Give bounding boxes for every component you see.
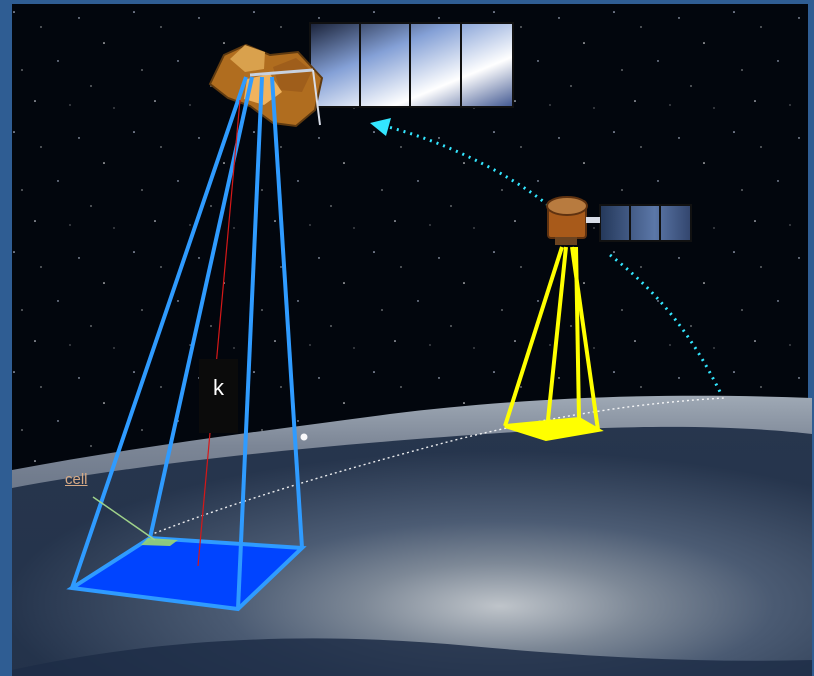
- earth-light-point: [300, 433, 308, 441]
- range-line: [197, 99, 241, 567]
- large-footprint-beam: [66, 76, 307, 612]
- small-footprint-beam: [503, 246, 604, 442]
- orbit-arrow-upper: [375, 122, 549, 207]
- cell-label: cell: [65, 471, 88, 488]
- orbit-arrow-lower: [609, 253, 724, 397]
- k-label: k: [199, 359, 238, 433]
- earth-shadow: [12, 638, 812, 676]
- arrowhead-icon: [370, 118, 391, 136]
- cell-marker: [141, 538, 178, 546]
- cell-pointer: [92, 496, 156, 541]
- earth-glow: [12, 426, 812, 676]
- orbit-path: [149, 397, 726, 536]
- small-satellite-icon: [546, 196, 692, 245]
